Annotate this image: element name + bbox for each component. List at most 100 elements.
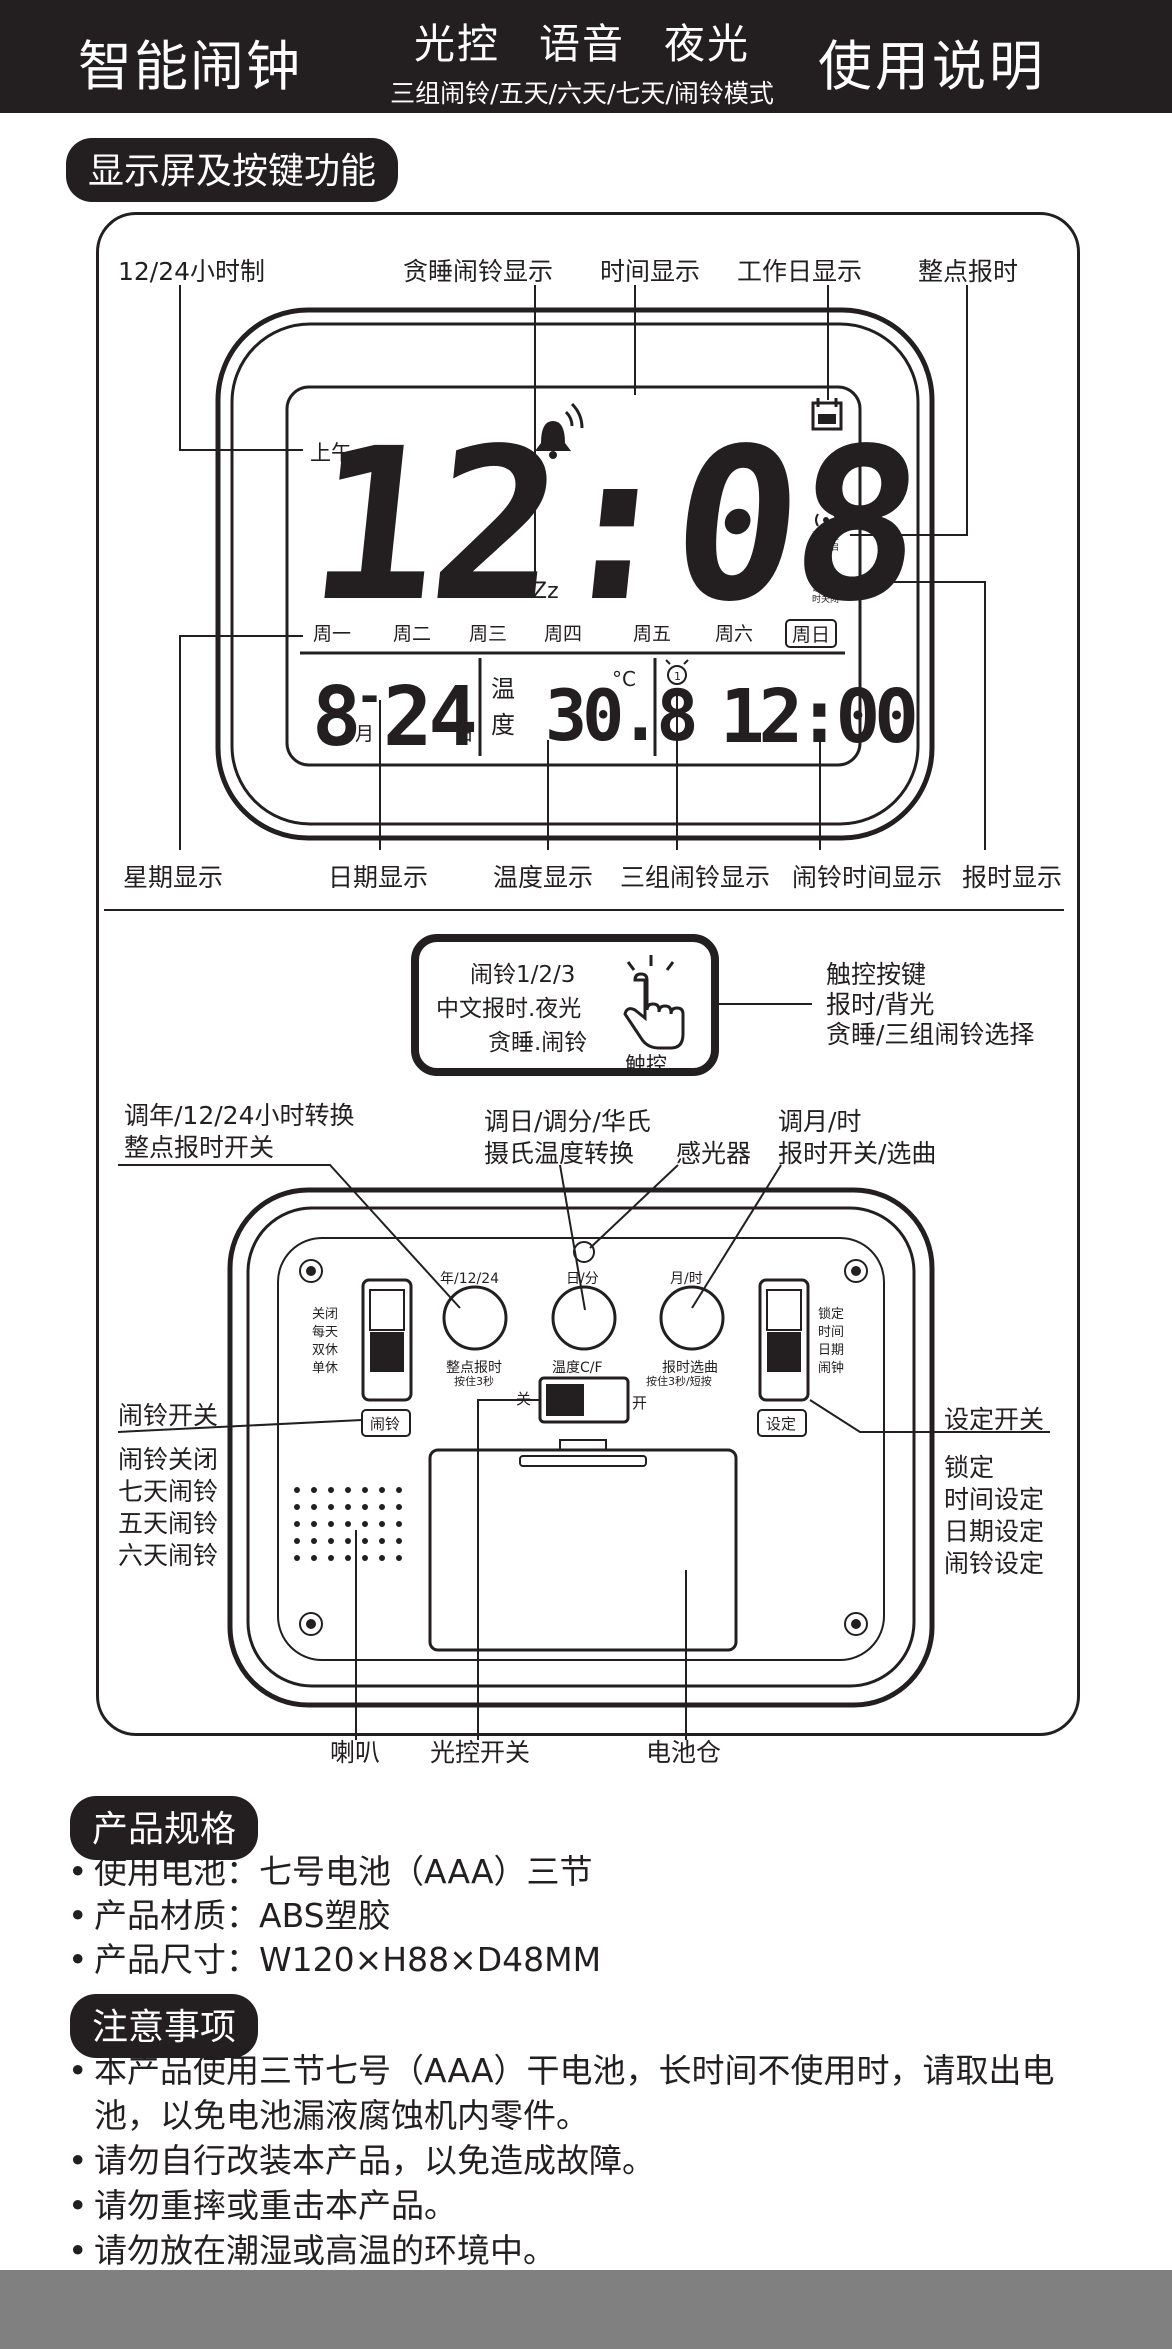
alarm-switch-label: 闹铃 — [370, 1415, 401, 1433]
spec-item: 产品尺寸：W120×H88×D48MM — [68, 1938, 601, 1982]
screw-br — [844, 1612, 868, 1636]
callout-year-2: 整点报时开关 — [124, 1133, 275, 1162]
weekday-tue: 周二 — [393, 623, 431, 645]
light-on-label: 开 — [632, 1394, 648, 1412]
label-hour-format: 12/24小时制 — [118, 257, 266, 286]
label-chime-display: 报时显示 — [962, 863, 1063, 892]
bell-icon — [535, 402, 584, 459]
alarm-clock-icon — [665, 659, 689, 685]
note-item: 请勿自行改装本产品，以免造成故障。 — [68, 2138, 1098, 2183]
alarm-mode-1: 闹铃关闭 — [118, 1445, 219, 1474]
label-time-display: 时间显示 — [600, 257, 701, 286]
weekday-thu: 周四 — [544, 623, 582, 645]
lcd-date-sep: - — [360, 669, 379, 723]
set-slide-switch — [758, 1278, 810, 1402]
year-button — [442, 1285, 508, 1351]
lcd-temp-label-1: 温 — [491, 675, 515, 703]
header-title-right: 使用说明 — [818, 35, 1046, 98]
callout-day-1: 调日/调分/华氏 — [484, 1107, 651, 1136]
right-opt-4: 闹钟 — [818, 1361, 845, 1376]
mute-icon — [813, 554, 837, 581]
mute-text-2: 时关闭 — [812, 593, 839, 605]
touch-desc-1: 触控按键 — [826, 960, 927, 989]
lcd-temp-label-2: 度 — [491, 711, 515, 739]
btn3-sub: 按住3秒/短按 — [646, 1375, 712, 1388]
note-item: 本产品使用三节七号（AAA）干电池，长时间不使用时，请取出电池，以免电池漏液腐蚀… — [68, 2048, 1098, 2138]
month-button — [659, 1285, 725, 1351]
set-mode-4: 闹铃设定 — [944, 1549, 1045, 1578]
label-hourly-chime: 整点报时 — [918, 257, 1019, 286]
left-opt-2: 每天 — [312, 1325, 339, 1340]
btn3-bottom: 报时选曲 — [662, 1360, 718, 1376]
lcd-zz: Zz — [532, 579, 559, 604]
mute-text-1: 语音报 — [812, 582, 839, 594]
lcd-temp-value: 30.8 — [545, 675, 694, 757]
callout-light-switch: 光控开关 — [430, 1738, 531, 1767]
btn1-sub: 按住3秒 — [454, 1375, 494, 1388]
right-opt-3: 日期 — [818, 1343, 845, 1358]
weekday-mon: 周一 — [313, 623, 351, 645]
touch-line-3: 贪睡.闹铃 — [488, 1030, 588, 1056]
weekday-fri: 周五 — [633, 623, 671, 645]
label-three-alarm-display: 三组闹铃显示 — [620, 863, 771, 892]
header-center: 光控 语音 夜光 三组闹铃/五天/六天/七天/闹铃模式 — [372, 10, 792, 110]
speaker-grille — [294, 1487, 402, 1561]
left-opt-1: 关闭 — [312, 1307, 339, 1322]
btn2-bottom: 温度C/F — [552, 1360, 603, 1376]
display-section-title: 显示屏及按键功能 — [66, 138, 399, 202]
label-date-display: 日期显示 — [328, 863, 429, 892]
set-mode-1: 锁定 — [944, 1453, 995, 1482]
lcd-screen — [285, 385, 862, 767]
callout-month-1: 调月/时 — [778, 1107, 862, 1136]
lcd-month-unit: 月 — [355, 723, 374, 745]
callout-light-sensor: 感光器 — [676, 1139, 752, 1168]
callout-lines-top — [179, 285, 986, 850]
alarm-slide-switch — [361, 1278, 413, 1402]
lcd-day-unit: 日 — [455, 723, 474, 745]
chime-on-text-2: 时开启 — [812, 541, 839, 553]
set-mode-2: 时间设定 — [944, 1485, 1045, 1514]
header-title-left: 智能闹钟 — [78, 35, 302, 98]
right-opt-2: 时间 — [818, 1325, 845, 1340]
back-body-outer — [227, 1187, 935, 1708]
alarm-mode-4: 六天闹铃 — [118, 1541, 219, 1570]
screw-tl — [299, 1259, 323, 1283]
screw-bl — [299, 1612, 323, 1636]
clock-body-outer — [215, 307, 935, 841]
back-panel-diagram — [117, 1164, 1050, 1740]
specs-list: 使用电池：七号电池（AAA）三节 产品材质：ABS塑胶 产品尺寸：W120×H8… — [68, 1850, 601, 1982]
callout-month-2: 报时开关/选曲 — [778, 1139, 937, 1168]
footer-bar — [0, 2270, 1172, 2349]
callout-year-1: 调年/12/24小时转换 — [124, 1101, 355, 1130]
callout-alarm-switch: 闹铃开关 — [118, 1401, 219, 1430]
btn1-top: 年/12/24 — [440, 1271, 500, 1287]
weekday-sun: 周日 — [792, 624, 830, 646]
weekday-sat: 周六 — [715, 623, 753, 645]
callout-lines-back — [117, 1164, 1050, 1740]
alarm-mode-2: 七天闹铃 — [118, 1477, 219, 1506]
chime-on-text-1: 整点报 — [812, 530, 839, 542]
btn1-bottom: 整点报时 — [446, 1360, 502, 1376]
label-week-display: 星期显示 — [123, 863, 224, 892]
screw-tr — [844, 1259, 868, 1283]
callout-set-switch: 设定开关 — [944, 1405, 1045, 1434]
weekday-wed: 周三 — [469, 623, 507, 645]
diagram-frame — [96, 212, 1080, 1736]
touch-line-1: 闹铃1/2/3 — [470, 962, 576, 988]
callout-battery: 电池仓 — [646, 1738, 722, 1767]
battery-compartment — [428, 1448, 738, 1652]
label-temp-display: 温度显示 — [493, 863, 594, 892]
alarm-label-box — [361, 1409, 411, 1437]
clock-body-inner — [230, 322, 920, 826]
label-alarm-time-display: 闹铃时间显示 — [792, 863, 943, 892]
back-body-inner — [246, 1206, 916, 1688]
chime-on-icon — [815, 513, 837, 527]
header-bar: 智能闹钟 光控 语音 夜光 三组闹铃/五天/六天/七天/闹铃模式 使用说明 — [0, 0, 1172, 113]
back-panel — [277, 1237, 885, 1661]
set-mode-3: 日期设定 — [944, 1517, 1045, 1546]
right-opt-1: 锁定 — [818, 1307, 845, 1322]
header-features: 光控 语音 夜光 — [413, 20, 751, 68]
day-button — [551, 1285, 617, 1351]
lcd-date-month: 8 — [312, 670, 361, 765]
lcd-time: 12:08 — [300, 404, 928, 648]
